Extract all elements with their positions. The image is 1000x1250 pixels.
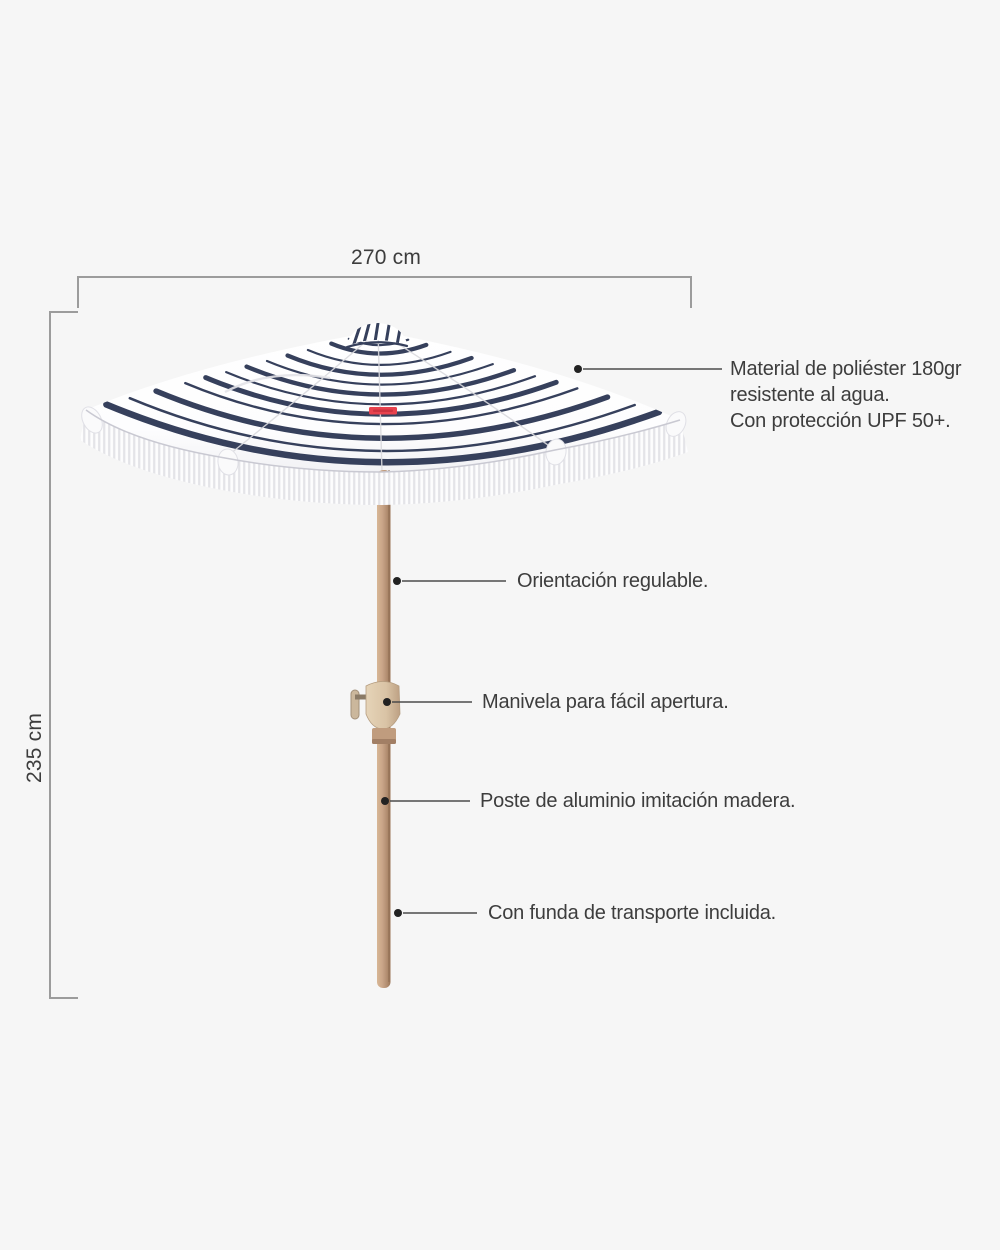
callout-material: Material de poliéster 180gr resistente a… <box>730 356 962 434</box>
fringe-top-edge <box>85 409 681 473</box>
callout-material-line2: resistente al agua. <box>730 384 890 406</box>
canopy-fringe <box>80 406 688 505</box>
crank-housing <box>365 681 401 730</box>
callout-bag: Con funda de transporte incluida. <box>488 902 777 924</box>
bag-leader <box>394 909 477 917</box>
callout-orientation: Orientación regulable. <box>517 570 709 592</box>
umbrella-pole <box>350 470 401 988</box>
orientation-leader <box>393 577 506 585</box>
width-dimension-label: 270 cm <box>350 246 422 269</box>
height-dimension-bracket <box>49 311 78 999</box>
material-leader <box>574 365 722 373</box>
width-dimension-bracket <box>77 276 692 308</box>
fringe-tassels <box>80 410 688 505</box>
pole-leader <box>381 797 470 805</box>
brand-label <box>369 407 397 415</box>
canopy-fabric <box>86 331 680 472</box>
callout-leaders <box>381 365 722 917</box>
rib-tip-bunches <box>81 406 687 476</box>
dimension-brackets <box>49 276 692 999</box>
crank-handle-bar <box>350 689 360 720</box>
callout-crank: Manivela para fácil apertura. <box>482 691 729 713</box>
callout-pole: Poste de aluminio imitación madera. <box>480 790 796 812</box>
crank-arm <box>355 694 371 700</box>
canopy-top-cap <box>345 323 409 349</box>
umbrella-canopy <box>86 323 680 473</box>
callout-material-line3: Con protección UPF 50+. <box>730 410 951 432</box>
crank-leader <box>383 698 472 706</box>
crank-mechanism <box>350 681 401 744</box>
callout-material-line1: Material de poliéster 180gr <box>730 358 962 380</box>
height-dimension-label: 235 cm <box>23 712 46 784</box>
